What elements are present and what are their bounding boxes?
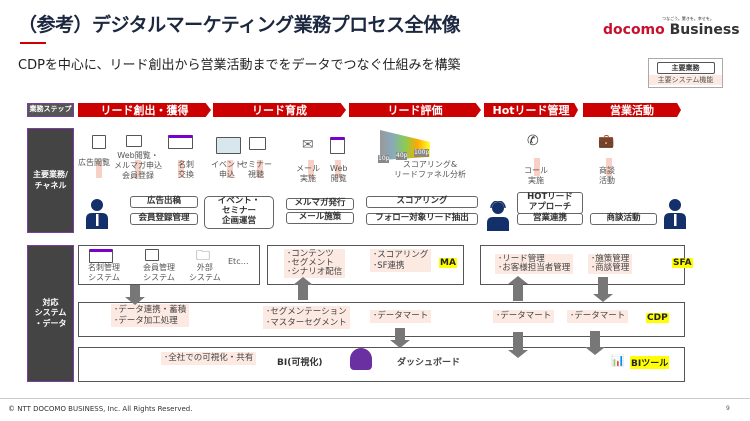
up-arrow [293,277,313,300]
task-mail: メール施策 [286,212,354,224]
web-page-icon [330,137,345,154]
task-ad: 広告出稿 [130,196,198,208]
phone-icon: ✆ [527,133,539,149]
source-card: 名刺管理 システム [88,263,120,282]
logo-docomo: docomo [603,22,665,38]
system-label: 対応 システム ・データ [27,245,74,382]
act-ad-view: 広告閲覧 [78,158,110,167]
task-member: 会員登録管理 [130,213,198,225]
ad-icon [92,135,106,149]
task-sales-link: 営業連携 [517,213,583,225]
member-system-icon [145,249,159,261]
funnel-100p: 100p [414,149,430,157]
act-web-view: Web閲覧・ メルマガ申込 会員登録 [114,151,162,180]
flow-arrow [335,160,341,178]
person-icon [86,199,108,229]
sales-person-icon [664,199,686,229]
flow-arrow [96,160,102,178]
down-arrow [125,285,145,305]
folder-icon: 🗀 [196,248,210,264]
company-logo: つなごう。驚きを。幸せを。 docomo Business [603,16,743,38]
flow-arrow [135,160,141,178]
ma-items-2: ･スコアリング ･SF連携 [370,249,432,273]
title-underline [20,42,46,44]
task-mailmag: メルマガ発行 [286,198,354,210]
seminar-device-icon [249,137,266,150]
cdp-mart-1: ･データマート [370,310,432,323]
act-event-apply: イベント 申込 [211,160,243,179]
dashboard-label: ダッシュボード [397,358,461,368]
up-arrow [508,276,528,301]
logo-tagline: つなごう。驚きを。幸せを。 [662,16,714,21]
source-etc: Etc… [228,257,249,266]
page-number: 9 [726,405,730,412]
task-negotiation: 商談活動 [590,213,657,225]
step-sales: 営業活動 [583,103,681,117]
sfa-items-2: ･施策管理 ･商談管理 [588,254,633,274]
act-scoring: スコアリング& リードファネル分析 [394,160,466,179]
sfa-label: SFA [672,258,693,268]
ma-label: MA [439,258,457,268]
analyst-icon [350,348,372,370]
down-arrow [390,328,410,348]
card-icon [168,135,193,149]
device-icon [126,135,142,147]
step-lead-nurturing: リード育成 [213,103,346,117]
act-web: Web 閲覧 [330,164,348,183]
bi-items: ･全社での可視化・共有 [161,352,257,365]
channel-label: 主要業務/ チャネル [27,128,74,233]
flow-arrow [257,160,263,178]
task-hot-approach: HOTリード アプローチ [517,192,583,214]
bar-chart-icon: 📊 [611,354,625,367]
logo-business: Business [664,22,740,38]
footer-divider [0,398,750,399]
page-title: （参考）デジタルマーケティング業務プロセス全体像 [18,14,461,36]
down-arrow [508,332,528,358]
step-label: 業務ステップ [27,103,74,117]
cdp-mart-2: ･データマート [493,310,555,323]
task-scoring: スコアリング [366,196,478,208]
funnel-10p: 10p [378,155,390,163]
sfa-items-1: ･リード管理 ･お客様担当者管理 [495,254,574,274]
legend-main-system: 主要システム機能 [649,75,722,85]
flow-arrow [606,158,612,176]
task-event: イベント・ セミナー 企画運営 [204,196,274,229]
event-icon [216,137,241,154]
act-mail: メール 実施 [296,164,320,183]
funnel-40p: 40p [396,152,408,160]
source-member: 会員管理 システム [143,263,175,282]
step-hot-lead: Hotリード管理 [484,103,578,117]
act-negotiation: 商談 活動 [599,166,615,185]
legend: 主要業務 主要システム機能 [648,58,723,88]
down-arrow [593,277,613,302]
flow-arrow [534,158,540,176]
footer-copyright: © NTT DOCOMO BUSINESS, Inc. All Rights R… [8,405,193,413]
subtitle: CDPを中心に、リード創出から営業活動までをデータでつなぐ仕組みを構築 [18,58,461,73]
act-card-exchange: 名刺 交換 [178,160,194,179]
flow-arrow [178,160,184,178]
cdp-mart-3: ･データマート [567,310,629,323]
cdp-items-2: ･セグメンテーション ･マスターセグメント [263,306,350,330]
act-seminar-view: セミナー 視聴 [240,160,272,179]
ma-items-1: ･コンテンツ ･セグメント ･シナリオ配信 [284,249,346,278]
act-call: コール 実施 [524,166,548,185]
task-follow: フォロー対象リード抽出 [366,213,478,225]
bi-label: BI(可視化) [277,358,323,368]
source-external: 外部 システム [189,263,221,282]
legend-main-work: 主要業務 [656,62,715,74]
step-lead-creation: リード創出・獲得 [78,103,211,117]
mail-icon: ✉ [302,137,314,153]
briefcase-icon: 💼 [598,134,615,149]
cdp-label: CDP [646,313,669,323]
down-arrow [585,331,605,355]
card-system-icon [89,249,113,263]
step-lead-evaluation: リード評価 [349,103,481,117]
flow-arrow [308,160,314,178]
bi-tool-label: BIツール [630,356,670,369]
cdp-items-1: ･データ連携・蓄積 ･データ加工処理 [111,304,190,328]
flow-arrow [227,160,233,178]
operator-icon [487,201,509,231]
